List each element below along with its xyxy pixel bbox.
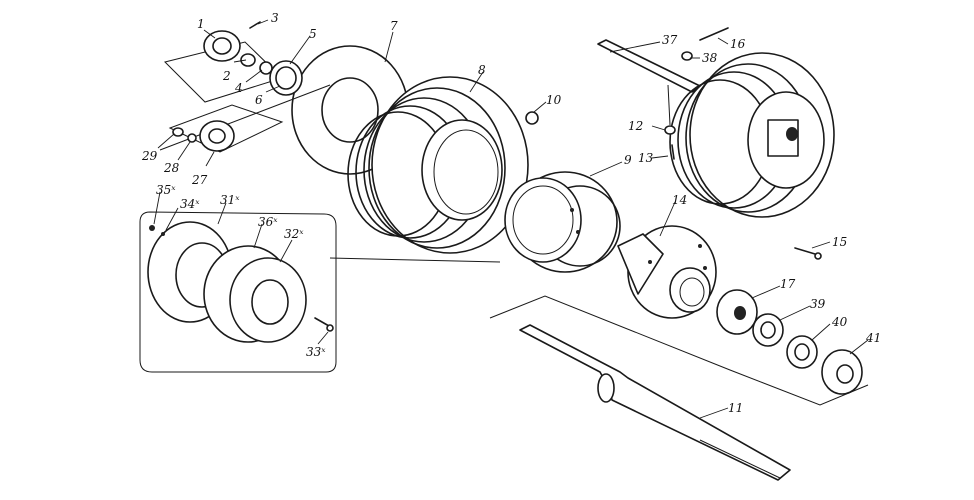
- callout-9: 9: [624, 153, 632, 167]
- part-8-tire: [347, 76, 529, 254]
- callout-4: 4: [234, 81, 243, 95]
- callout-28: 28: [163, 161, 180, 175]
- callout-11: 11: [728, 401, 743, 415]
- callout-10: 10: [546, 93, 562, 107]
- part-15-pin: [794, 247, 822, 260]
- callout-7: 7: [390, 19, 398, 33]
- part-10-nut: [525, 111, 539, 125]
- callout-14: 14: [672, 193, 687, 207]
- callout-15: 15: [832, 235, 847, 249]
- callout-37: 37: [662, 33, 678, 47]
- callout-40: 40: [831, 315, 848, 329]
- callout-32: 32ˣ: [284, 227, 304, 241]
- callout-1: 1: [197, 17, 205, 31]
- part-11-axle-shaft: [489, 295, 869, 481]
- part-9-rim: [504, 171, 621, 273]
- hub-cap-group-lower: [168, 104, 284, 153]
- callout-16: 16: [730, 37, 746, 51]
- right-wheel-assembly: [597, 27, 835, 218]
- callout-36: 36ˣ: [258, 215, 278, 229]
- hub-cap-group-upper: [159, 21, 331, 151]
- callout-41: 41: [865, 331, 881, 345]
- callout-33: 33ˣ: [306, 345, 326, 359]
- callout-29: 29: [141, 149, 158, 163]
- leader-lines: [153, 19, 869, 419]
- callout-labels: 1 2 3 4 5 6 7 8 9 10 11 12 13 14 15 16 1…: [141, 11, 881, 415]
- callout-31: 31ˣ: [220, 193, 240, 207]
- callout-35: 35ˣ: [156, 183, 176, 197]
- callout-39: 39: [810, 297, 826, 311]
- callout-38: 38: [702, 51, 718, 65]
- callout-6: 6: [255, 93, 263, 107]
- callout-17: 17: [780, 277, 796, 291]
- bearing-group: [716, 289, 863, 395]
- callout-5: 5: [309, 27, 317, 41]
- callout-27: 27: [191, 173, 208, 187]
- callout-2: 2: [222, 69, 231, 83]
- callout-8: 8: [478, 63, 486, 77]
- inset-dual-rim: [139, 211, 501, 373]
- part-14-hub: [617, 225, 717, 319]
- callout-3: 3: [271, 11, 279, 25]
- callout-12: 12: [628, 119, 643, 133]
- callout-13: 13: [638, 151, 654, 165]
- callout-34: 34ˣ: [180, 197, 200, 211]
